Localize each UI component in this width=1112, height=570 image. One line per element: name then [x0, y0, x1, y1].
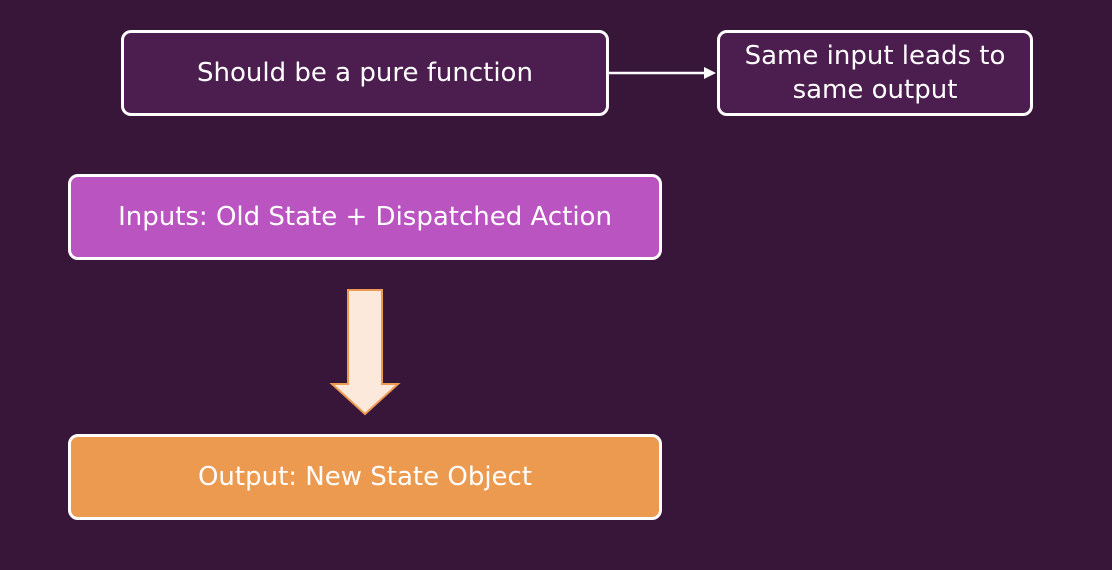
edge-pure-to-same-arrowhead — [704, 67, 716, 79]
node-pure-function-label: Should be a pure function — [197, 58, 533, 88]
node-output: Output: New State Object — [68, 434, 662, 520]
node-pure-function: Should be a pure function — [121, 30, 609, 116]
node-same-output: Same input leads to same output — [717, 30, 1033, 116]
node-same-output-label: Same input leads to same output — [744, 41, 1006, 105]
edge-inputs-to-output-down-arrow-icon — [329, 289, 401, 416]
node-output-label: Output: New State Object — [197, 462, 533, 492]
node-inputs: Inputs: Old State + Dispatched Action — [68, 174, 662, 260]
node-inputs-label: Inputs: Old State + Dispatched Action — [118, 202, 612, 232]
